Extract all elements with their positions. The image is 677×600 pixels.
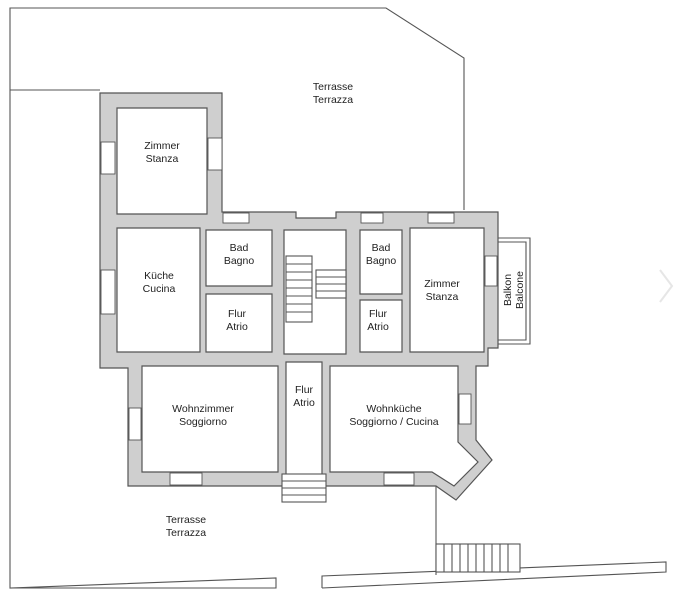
windows: [100, 137, 498, 486]
stairs-entrance: [281, 473, 327, 503]
stairs-exterior: [435, 543, 521, 573]
label-balkon: BalkonBalcone: [502, 271, 526, 309]
terrace-outline: [9, 7, 667, 589]
balcony: [498, 237, 531, 345]
stairs-interior: [285, 255, 347, 323]
next-arrow-icon: [659, 269, 674, 303]
